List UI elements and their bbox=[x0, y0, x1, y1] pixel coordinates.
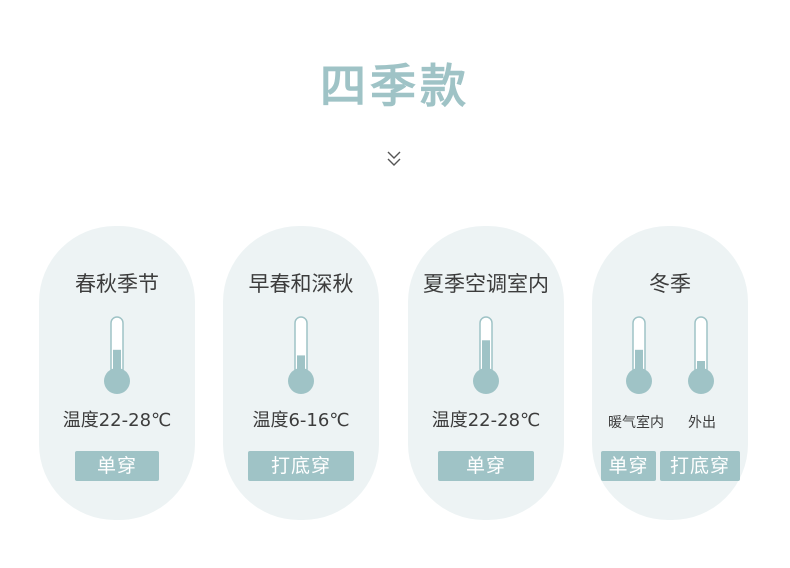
sub-label-outdoor: 外出 bbox=[688, 415, 716, 431]
wear-badge: 单穿 bbox=[601, 451, 656, 481]
thermometer-icon bbox=[626, 316, 652, 394]
wear-badge: 打底穿 bbox=[660, 451, 740, 481]
wear-badge: 打底穿 bbox=[248, 451, 354, 481]
page-title: 四季款 bbox=[320, 59, 470, 113]
sub-label-indoor: 暖气室内 bbox=[608, 415, 664, 431]
temperature-range: 温度22-28℃ bbox=[431, 410, 541, 431]
card-winter: 冬季 暖气室内 外出 单穿 打底穿 bbox=[592, 226, 748, 520]
wear-badge: 单穿 bbox=[438, 451, 534, 481]
temperature-range: 温度6-16℃ bbox=[252, 410, 350, 431]
wear-badge: 单穿 bbox=[75, 451, 159, 481]
card-title: 早春和深秋 bbox=[248, 272, 354, 296]
temperature-range: 温度22-28℃ bbox=[62, 410, 172, 431]
card-title: 冬季 bbox=[649, 272, 691, 296]
double-chevron-down-icon bbox=[387, 151, 401, 166]
card-early-spring-late-autumn: 早春和深秋 温度6-16℃ 打底穿 bbox=[223, 226, 379, 520]
thermometer-icon bbox=[688, 316, 714, 394]
card-title: 春秋季节 bbox=[75, 272, 159, 296]
thermometer-icon bbox=[104, 316, 130, 394]
thermometer-icon bbox=[473, 316, 499, 394]
card-summer-ac-indoor: 夏季空调室内 温度22-28℃ 单穿 bbox=[408, 226, 564, 520]
card-title: 夏季空调室内 bbox=[423, 272, 549, 296]
thermometer-icon bbox=[288, 316, 314, 394]
card-spring-autumn: 春秋季节 温度22-28℃ 单穿 bbox=[39, 226, 195, 520]
